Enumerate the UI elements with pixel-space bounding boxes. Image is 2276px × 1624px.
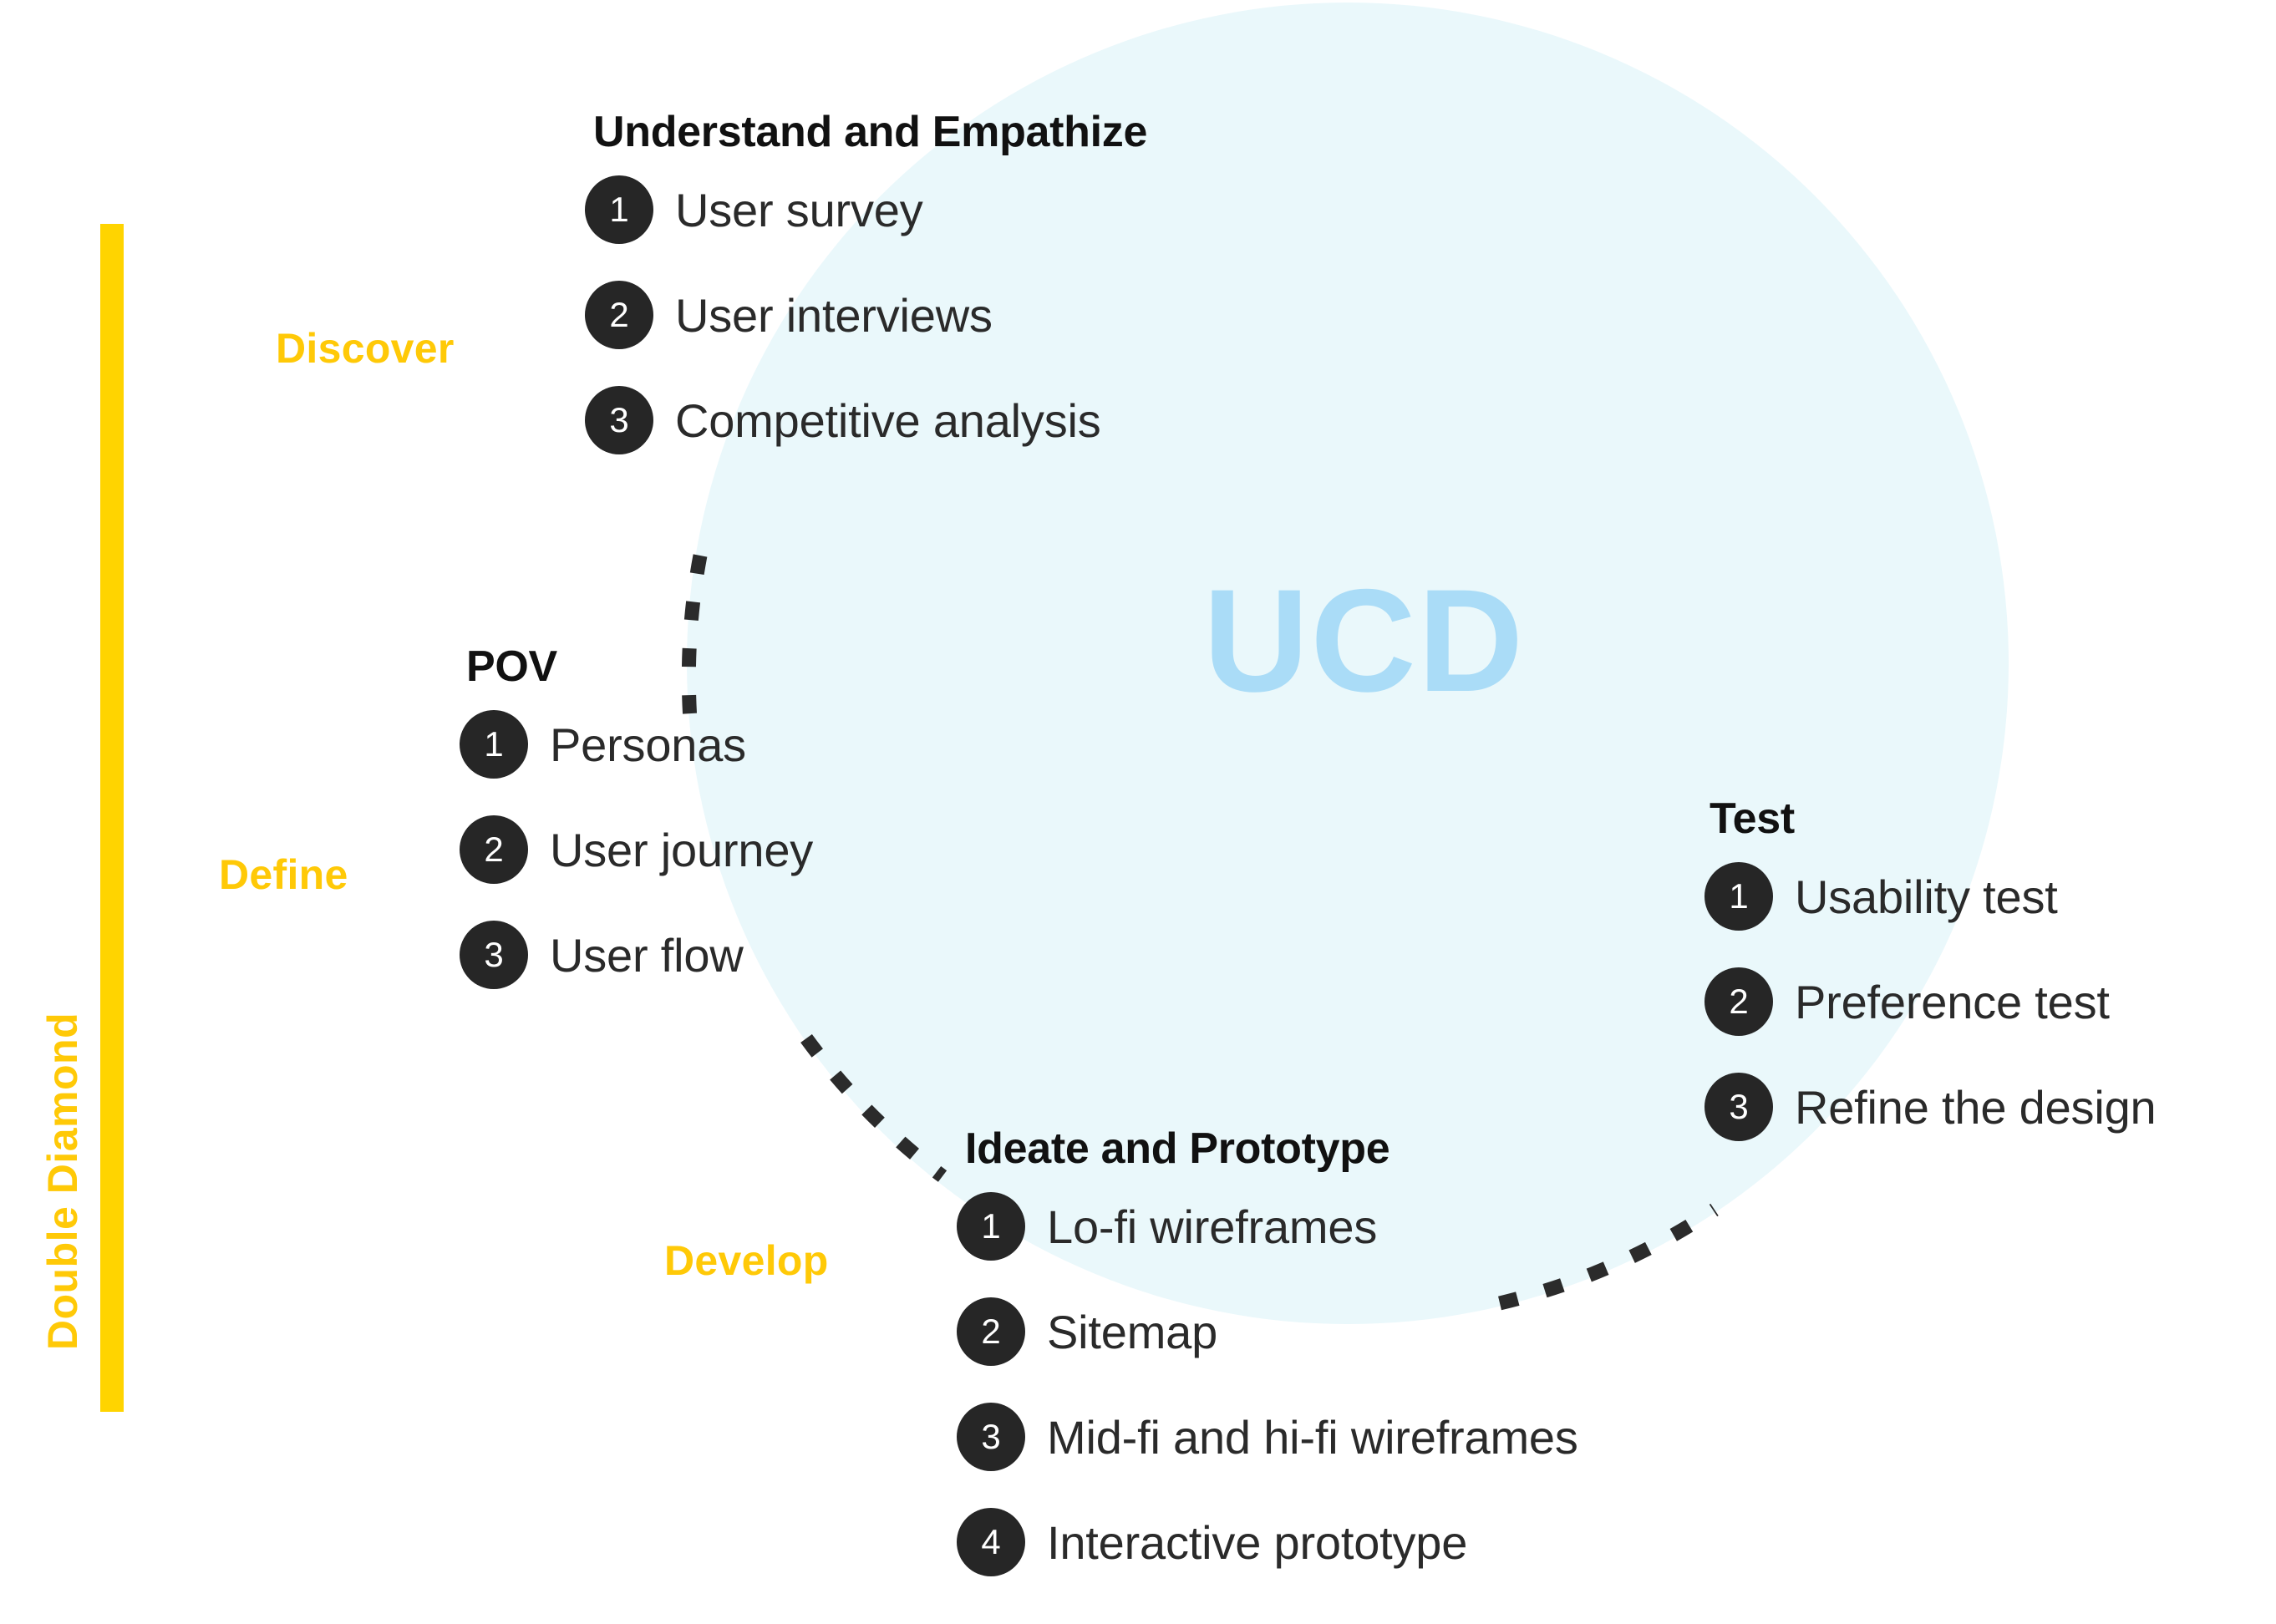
stage-label-define: Define	[219, 851, 348, 898]
list-item: 2 Sitemap	[957, 1297, 1578, 1366]
stage-label-discover: Discover	[276, 325, 455, 372]
list-item: 1 Lo-fi wireframes	[957, 1192, 1578, 1261]
list-item-label: Sitemap	[1047, 1305, 1218, 1358]
double-diamond-axis-label: Double Diamond	[39, 1012, 86, 1351]
list-item-label: Preference test	[1795, 975, 2110, 1028]
step-number-badge: 2	[957, 1297, 1025, 1366]
list-item: 1 Personas	[460, 710, 813, 779]
group-understand-and-empathize: Understand and Empathize 1 User survey 2…	[585, 107, 1147, 491]
step-number-badge: 3	[585, 386, 653, 454]
step-number-badge: 1	[460, 710, 528, 779]
step-number-badge: 1	[957, 1192, 1025, 1261]
step-number-badge: 3	[957, 1403, 1025, 1471]
list-item-label: Usability test	[1795, 870, 2058, 923]
stage-label-develop: Develop	[664, 1237, 829, 1284]
step-number-badge: 2	[585, 281, 653, 349]
list-item: 4 Interactive prototype	[957, 1508, 1578, 1576]
step-number-badge: 1	[1704, 862, 1773, 931]
list-item-label: User survey	[675, 183, 923, 236]
ucd-watermark-text: UCD	[1203, 560, 1526, 723]
group-title-test: Test	[1710, 794, 1795, 843]
group-pov: POV 1 Personas 2 User journey 3 User flo…	[460, 642, 813, 1026]
list-item: 1 User survey	[585, 175, 1147, 244]
group-ideate-and-prototype: Ideate and Prototype 1 Lo-fi wireframes …	[957, 1124, 1578, 1613]
list-item: 3 Refine the design	[1704, 1073, 2157, 1141]
list-item-label: Competitive analysis	[675, 393, 1101, 447]
list-item-label: Lo-fi wireframes	[1047, 1200, 1378, 1253]
list-item: 1 Usability test	[1704, 862, 2156, 931]
double-diamond-axis-bar	[100, 224, 124, 1412]
list-item: 2 User interviews	[585, 281, 1147, 349]
step-number-badge: 3	[1704, 1073, 1773, 1141]
step-number-badge: 1	[585, 175, 653, 244]
step-number-badge: 3	[460, 921, 528, 989]
list-item: 2 Preference test	[1704, 967, 2156, 1036]
list-item-label: User flow	[550, 928, 744, 982]
list-item-label: Mid-fi and hi-fi wireframes	[1047, 1410, 1578, 1464]
list-item: 3 User flow	[460, 921, 813, 989]
list-item: 2 User journey	[460, 815, 813, 884]
list-item-label: User interviews	[675, 288, 993, 342]
list-item-label: Interactive prototype	[1047, 1515, 1468, 1569]
group-title-understand: Understand and Empathize	[593, 108, 1148, 156]
group-title-pov: POV	[466, 642, 557, 691]
list-item-label: Refine the design	[1795, 1080, 2157, 1134]
list-item: 3 Competitive analysis	[585, 386, 1147, 454]
group-test: Test 1 Usability test 2 Preference test …	[1704, 794, 2157, 1178]
step-number-badge: 2	[460, 815, 528, 884]
list-item-label: User journey	[550, 823, 814, 876]
list-item: 3 Mid-fi and hi-fi wireframes	[957, 1403, 1578, 1471]
list-item-label: Personas	[550, 718, 746, 771]
step-number-badge: 2	[1704, 967, 1773, 1036]
group-title-ideate: Ideate and Prototype	[965, 1124, 1390, 1173]
step-number-badge: 4	[957, 1508, 1025, 1576]
